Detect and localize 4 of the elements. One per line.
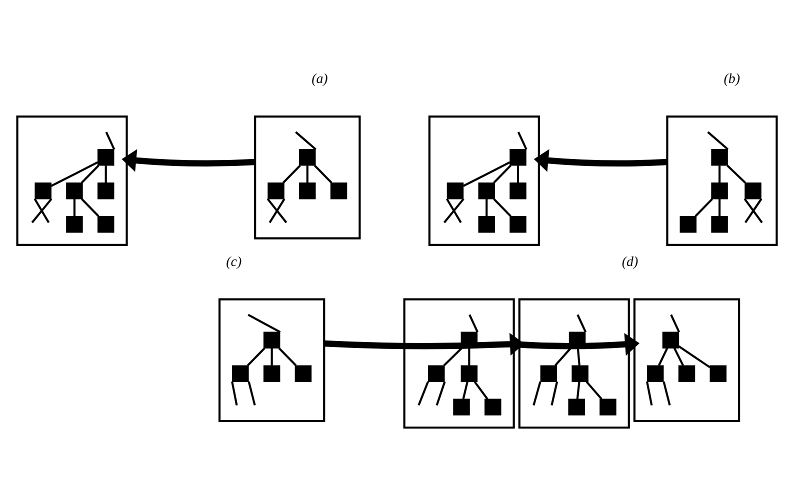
label: (a) [312,72,328,87]
label: (b) [724,72,740,87]
label: (c) [226,254,242,270]
label: (d) [622,254,638,270]
